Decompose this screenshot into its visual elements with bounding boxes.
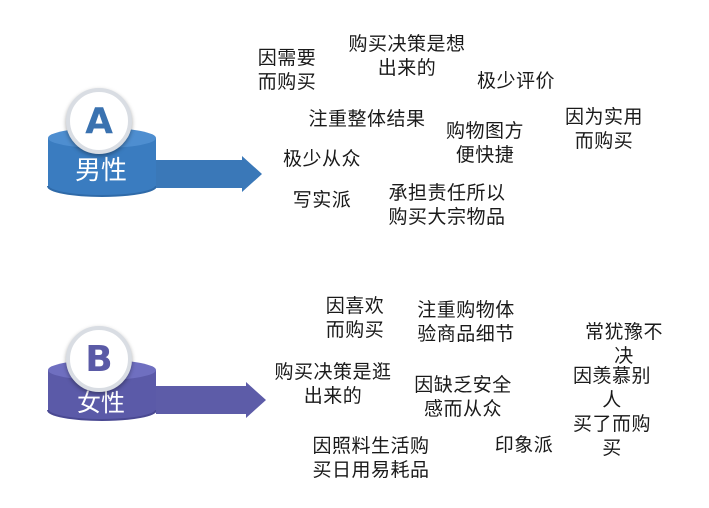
male-trait: 购买决策是想 出来的: [348, 33, 466, 79]
male-trait: 注重整体结果: [308, 108, 426, 130]
female-trait: 因喜欢 而购买: [325, 295, 385, 341]
male-trait: 极少评价: [476, 70, 556, 92]
male-trait: 写实派: [292, 189, 352, 211]
male-trait: 极少从众: [282, 148, 362, 170]
female-trait: 因缺乏安全 感而从众: [414, 374, 512, 420]
female-label: 女性: [77, 389, 125, 417]
female-trait: 购买决策是逛 出来的: [274, 361, 392, 407]
badge-b: B: [66, 326, 132, 392]
male-arrow: [156, 156, 264, 196]
male-trait: 因需要 而购买: [257, 47, 317, 93]
male-trait: 购物图方 便快捷: [445, 120, 525, 166]
female-trait: 印象派: [494, 434, 554, 456]
badge-a: A: [66, 88, 132, 154]
female-trait: 常犹豫不决: [584, 321, 663, 367]
female-trait: 因照料生活购 买日用易耗品: [312, 435, 430, 481]
male-trait: 因为实用 而购买: [564, 106, 644, 152]
female-trait: 注重购物体 验商品细节: [417, 299, 515, 345]
female-arrow: [156, 382, 268, 422]
male-trait: 承担责任所以 购买大宗物品: [388, 182, 506, 228]
female-trait: 因羡慕别人 买了而购买: [572, 365, 651, 459]
male-label: 男性: [74, 156, 127, 186]
